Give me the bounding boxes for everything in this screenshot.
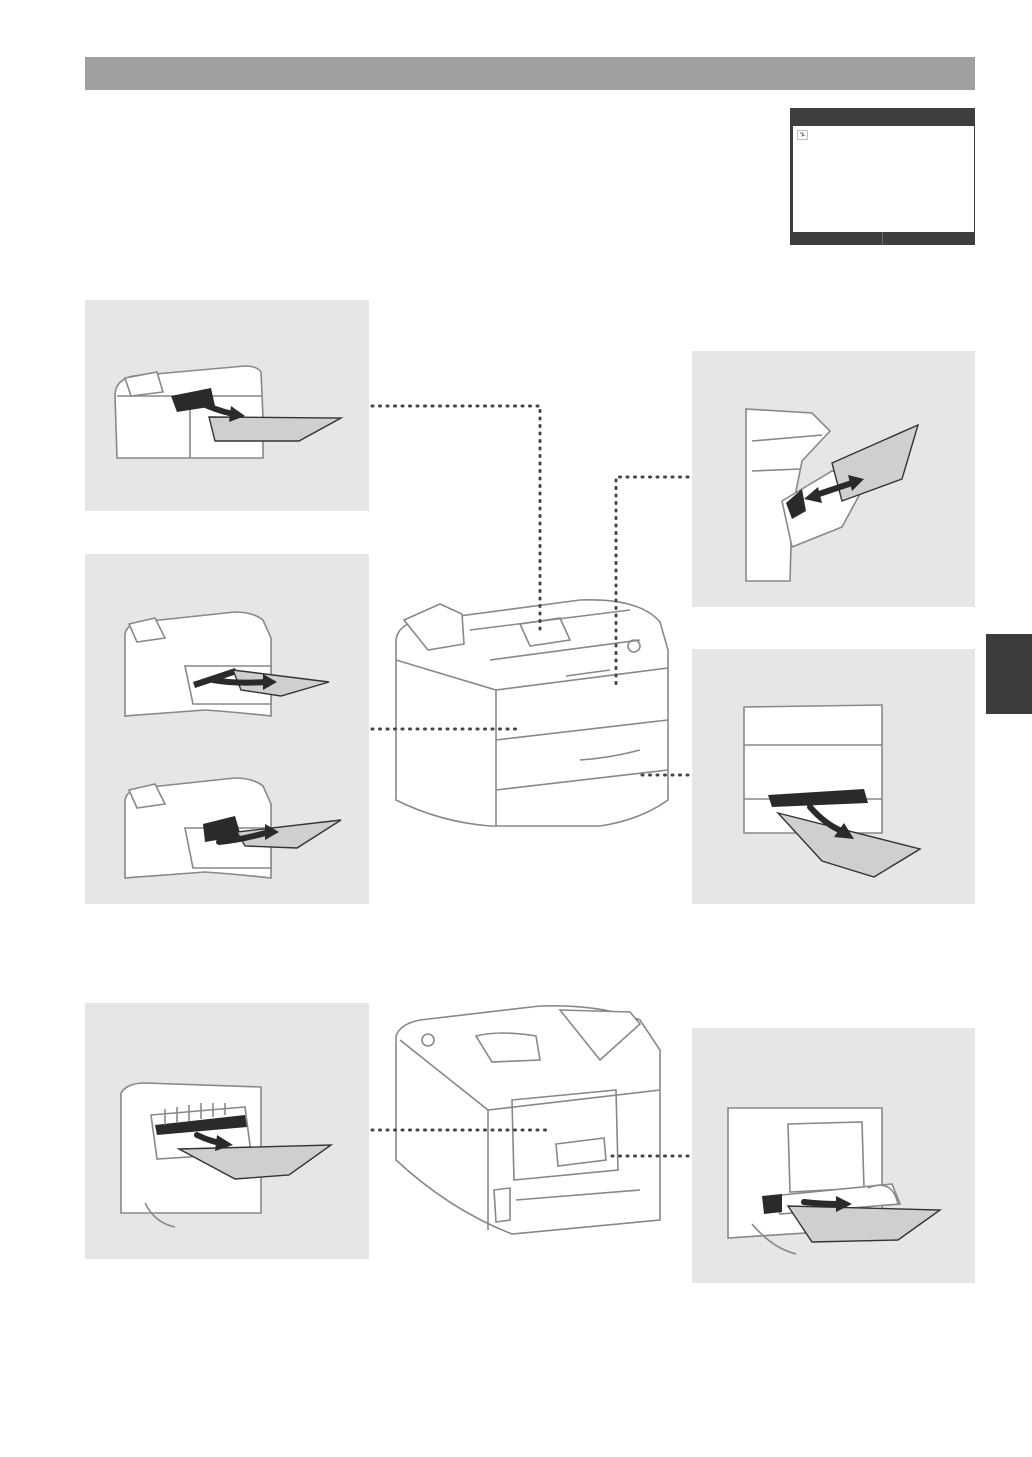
printer-rear-view — [396, 1006, 660, 1234]
printer-front-view — [396, 600, 668, 826]
leader-output-tray — [372, 406, 540, 634]
